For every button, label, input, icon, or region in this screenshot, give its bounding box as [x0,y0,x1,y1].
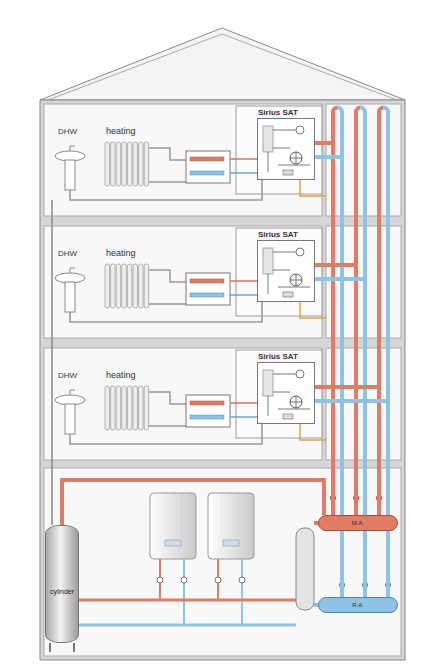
pipe-connector [62,480,324,525]
node-label: M.A. [319,516,397,530]
valve-symbol [239,577,245,583]
substation-box: Sirius SAT [257,118,315,180]
flow-header: M.A. [318,515,398,531]
primary-return-pipe [79,624,296,627]
roof [40,28,405,100]
node-label: R.A. [319,598,397,612]
boiler-display [165,540,181,546]
basement-room [44,468,401,656]
pipe-connector [315,265,356,515]
node-label: Sirius SAT [258,108,298,118]
node-label: Sirius SAT [258,230,298,240]
floor-room [44,104,401,216]
fixture-label: heating [106,248,136,258]
return-riser [338,108,343,158]
roof-line [48,34,397,100]
return-header: R.A. [318,597,398,613]
hydraulic-separator [296,528,314,610]
boiler-display [223,540,239,546]
building-wall [40,100,405,660]
node-label: Sirius SAT [258,352,298,362]
node-label: cylinder [46,588,78,595]
boiler [208,493,254,559]
valve-symbol [157,577,163,583]
return-riser [361,108,366,280]
substation-box: Sirius SAT [257,362,315,424]
cylinder-feet [50,643,74,652]
valve-symbol [181,577,187,583]
pipe-connector [315,143,333,515]
fixture-label: heating [106,370,136,380]
dhw-pipe [51,200,53,525]
flow-riser [379,108,384,388]
valve-symbol [215,577,221,583]
return-riser [384,108,389,402]
fixture-label: DHW [58,371,77,380]
flow-riser [333,108,338,144]
boiler-return-pipe [184,559,242,625]
fixture-label: DHW [58,249,77,258]
fixture-label: heating [106,126,136,136]
primary-flow-pipe [79,599,296,602]
pipe-connector [315,279,365,597]
substation-box: Sirius SAT [257,240,315,302]
floor-room [44,226,401,338]
floor-room [44,348,401,460]
cylinder-tank: cylinder [45,525,79,643]
fixture-label: DHW [58,127,77,136]
pipe-connector [315,157,342,597]
boiler-flow-pipe [160,559,218,600]
boiler [150,493,196,559]
flow-riser [356,108,361,266]
